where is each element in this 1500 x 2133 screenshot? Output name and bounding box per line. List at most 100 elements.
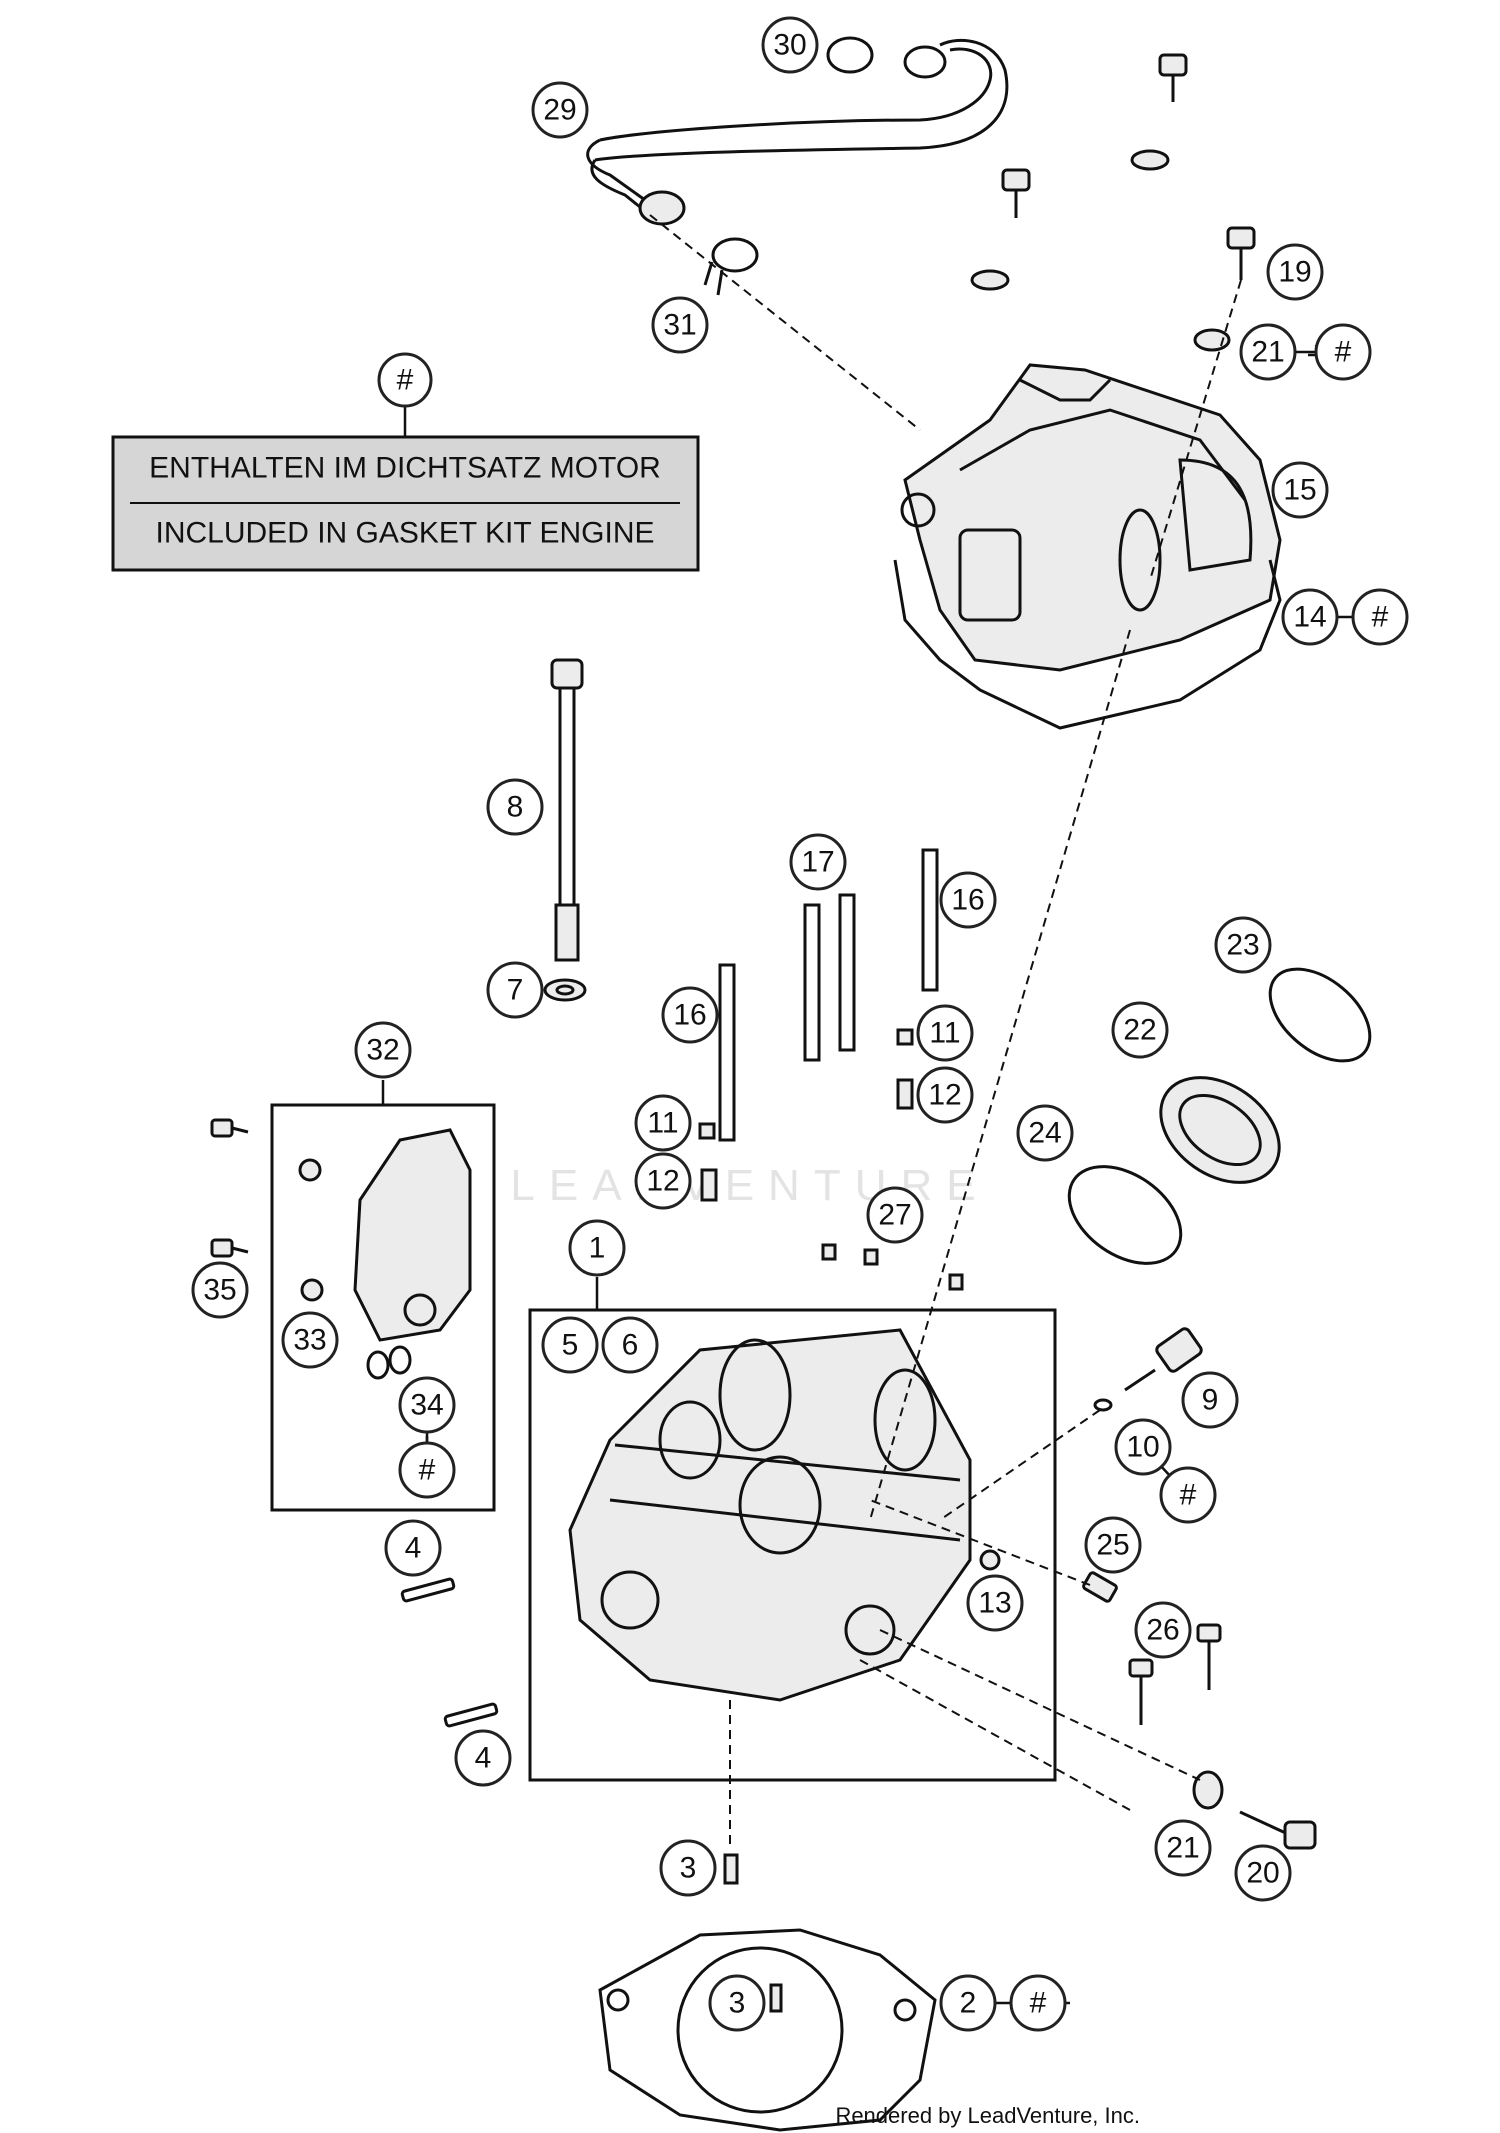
callout-label: 11 xyxy=(647,1107,678,1140)
callout-circle xyxy=(1314,323,1372,381)
callout-circle xyxy=(384,1519,442,1577)
callout-circle xyxy=(1271,461,1329,519)
callout-c32: 32 xyxy=(354,1021,412,1079)
cylinder-head-studs-part xyxy=(718,848,939,1142)
callout-label: 4 xyxy=(475,1742,492,1775)
callout-label: 6 xyxy=(622,1329,639,1362)
bearing-bridge-part xyxy=(298,1128,472,1380)
callout-label: 21 xyxy=(1166,1832,1199,1865)
callout-c7: 7 xyxy=(486,961,544,1019)
callout-circle xyxy=(939,1974,997,2032)
callout-circle xyxy=(1281,588,1339,646)
callout-c30: 30 xyxy=(761,16,819,74)
callout-label: 26 xyxy=(1146,1614,1179,1647)
callout-c22: 22 xyxy=(1111,1001,1169,1059)
callout-circle xyxy=(568,1219,626,1277)
callout-c10_hash: # xyxy=(1159,1466,1217,1524)
callout-label: # xyxy=(1335,336,1352,369)
callout-circle xyxy=(1111,1001,1169,1059)
callout-circle xyxy=(1016,1104,1074,1162)
callout-label: 4 xyxy=(405,1532,422,1565)
callout-c10: 10 xyxy=(1114,1418,1172,1476)
sensor-seal-part xyxy=(1093,1398,1113,1412)
legend-hash-symbol: # xyxy=(397,364,414,397)
callout-label: 2 xyxy=(960,1987,977,2020)
breather-hose-part xyxy=(586,38,1009,226)
callout-label: 3 xyxy=(680,1852,697,1885)
callout-label: 33 xyxy=(293,1324,326,1357)
callout-circle xyxy=(1134,1601,1192,1659)
callout-circle xyxy=(601,1316,659,1374)
callout-c14: 14 xyxy=(1281,588,1339,646)
cylinder-bolt-long-part xyxy=(550,658,584,962)
callout-label: 15 xyxy=(1283,474,1316,507)
callout-circle xyxy=(659,1839,717,1897)
callout-label: 29 xyxy=(543,94,576,127)
callout-label: 12 xyxy=(646,1165,679,1198)
callout-circle xyxy=(398,1441,456,1499)
callout-c11b: 11 xyxy=(634,1094,692,1152)
callout-circle xyxy=(1009,1974,1067,2032)
callout-circle xyxy=(486,961,544,1019)
callout-c25: 25 xyxy=(1084,1516,1142,1574)
callout-circle xyxy=(1266,243,1324,301)
cylinder-head-group-box xyxy=(528,1308,1057,1782)
hose-clamp-30-part xyxy=(826,36,947,79)
callout-circle xyxy=(651,296,709,354)
callout-label: 20 xyxy=(1246,1857,1279,1890)
callout-circle xyxy=(531,81,589,139)
valve-cover-gasket-part xyxy=(893,559,1282,730)
callout-label: 5 xyxy=(562,1329,579,1362)
callout-circle xyxy=(398,1376,456,1434)
callout-circle xyxy=(866,1186,924,1244)
callout-c12a: 12 xyxy=(916,1066,974,1124)
callout-circle xyxy=(1214,916,1272,974)
callout-label: 16 xyxy=(951,884,984,917)
callout-circle xyxy=(789,833,847,891)
callout-label: 10 xyxy=(1126,1431,1159,1464)
callout-label: 12 xyxy=(928,1079,961,1112)
callout-circle xyxy=(966,1574,1024,1632)
head-gasket-part xyxy=(598,1928,937,2132)
callout-circle xyxy=(634,1094,692,1152)
valve-cover-part xyxy=(900,363,1282,672)
callout-label: 1 xyxy=(589,1232,606,1265)
assembly-lines xyxy=(649,214,1242,1850)
callout-c4a: 4 xyxy=(384,1519,442,1577)
callout-label: # xyxy=(1372,601,1389,634)
callout-c5: 5 xyxy=(541,1316,599,1374)
callout-c35: 35 xyxy=(191,1261,249,1319)
callout-label: # xyxy=(1030,1987,1047,2020)
callout-circle xyxy=(191,1261,249,1319)
small-pins-part xyxy=(698,1028,964,1291)
callout-c26: 26 xyxy=(1134,1601,1192,1659)
callout-label: 30 xyxy=(773,29,806,62)
dowel-3-part xyxy=(723,1853,783,2013)
callout-c17: 17 xyxy=(789,833,847,891)
legend-hash-circle xyxy=(377,352,433,408)
callout-label: 27 xyxy=(878,1199,911,1232)
callout-c21b: 21 xyxy=(1154,1819,1212,1877)
cover-bolts-top-part xyxy=(970,53,1256,352)
callout-label: 25 xyxy=(1096,1529,1129,1562)
callout-c13: 13 xyxy=(966,1574,1024,1632)
callout-c19: 19 xyxy=(1266,243,1324,301)
callout-label: # xyxy=(1180,1479,1197,1512)
callout-label: 32 xyxy=(366,1034,399,1067)
callout-circle xyxy=(1351,588,1409,646)
callout-c16b: 16 xyxy=(661,986,719,1044)
callout-c34: 34 xyxy=(398,1376,456,1434)
callout-label: # xyxy=(419,1454,436,1487)
callout-label: 7 xyxy=(507,974,524,1007)
callout-label: 34 xyxy=(410,1389,443,1422)
callout-circle xyxy=(1114,1418,1172,1476)
callout-label: 3 xyxy=(729,1987,746,2020)
callout-circle xyxy=(454,1729,512,1787)
callout-c4b: 4 xyxy=(454,1729,512,1787)
callout-label: 24 xyxy=(1028,1117,1061,1150)
cylinder-head-part xyxy=(568,1328,972,1702)
callout-circle xyxy=(939,871,997,929)
callout-c3a: 3 xyxy=(659,1839,717,1897)
callout-label: 17 xyxy=(801,846,834,879)
